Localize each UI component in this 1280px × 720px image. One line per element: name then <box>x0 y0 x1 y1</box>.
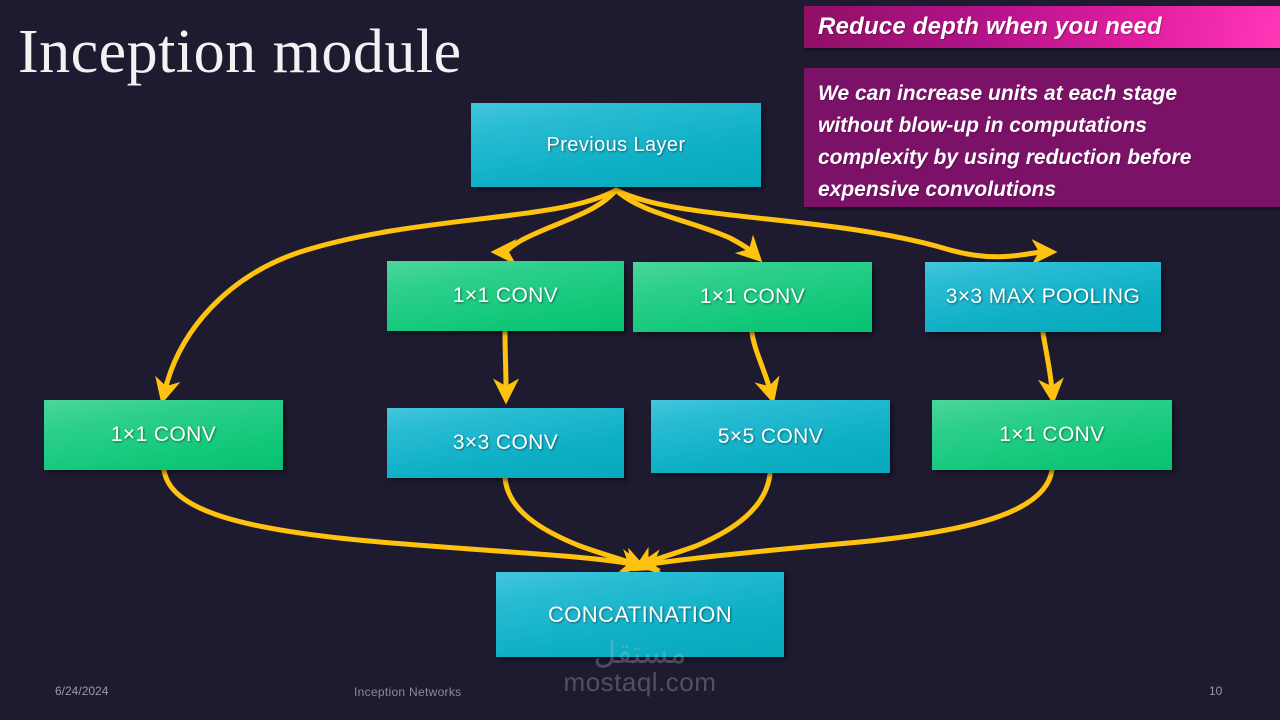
node-conv5x5-label: 5×5 CONV <box>717 424 824 448</box>
node-concatination-label: CONCATINATION <box>547 601 733 627</box>
node-reduction-conv1x1-a-label: 1×1 CONV <box>452 284 559 307</box>
arrow-conv5x5-to-concat <box>632 471 773 572</box>
page-title: Inception module <box>18 18 462 86</box>
node-maxpool-3x3[interactable]: 3×3 MAX POOLING <box>925 262 1161 332</box>
arrow-input-to-conv1x1-a <box>490 187 619 265</box>
node-conv5x5[interactable]: 5×5 CONV <box>651 400 890 473</box>
node-reduction-conv1x1-b-label: 1×1 CONV <box>699 285 806 308</box>
arrow-conv3x3-to-concat <box>502 475 648 572</box>
node-reduction-conv1x1-a[interactable]: 1×1 CONV <box>387 261 624 331</box>
node-concatination[interactable]: CONCATINATION <box>496 572 784 657</box>
node-conv1x1-left-label: 1×1 CONV <box>110 423 217 446</box>
node-conv1x1-right[interactable]: 1×1 CONV <box>932 400 1172 470</box>
arrow-conv1x1a-to-conv3x3 <box>492 329 519 405</box>
node-conv1x1-left[interactable]: 1×1 CONV <box>44 400 283 470</box>
node-conv3x3-label: 3×3 CONV <box>452 431 559 454</box>
callout-body-line-1: We can increase units at each stage <box>818 82 1178 105</box>
node-maxpool-3x3-label: 3×3 MAX POOLING <box>945 285 1141 308</box>
arrow-conv1x1-left-to-concat <box>161 467 647 575</box>
watermark-latin: mostaql.com <box>563 667 717 697</box>
callout-header-text: Reduce depth when you need <box>818 13 1162 40</box>
arrow-conv1x1-right-to-concat <box>635 467 1055 576</box>
node-previous-layer[interactable]: Previous Layer <box>471 103 761 187</box>
footer-page-number: 10 <box>1209 684 1223 698</box>
arrow-maxpool-to-conv1x1 <box>1038 330 1064 405</box>
node-conv1x1-right-label: 1×1 CONV <box>999 423 1105 446</box>
callout-header-box: Reduce depth when you need <box>804 6 1280 48</box>
callout-body-line-3: complexity by using reduction before <box>818 146 1192 169</box>
arrow-input-to-conv1x1-b <box>613 187 763 263</box>
callout-body-line-2: without blow-up in computations <box>818 114 1147 137</box>
node-previous-layer-label: Previous Layer <box>546 133 686 156</box>
footer-date: 6/24/2024 <box>55 684 109 698</box>
node-reduction-conv1x1-b[interactable]: 1×1 CONV <box>633 262 872 332</box>
callout-body-box: We can increase units at each stage with… <box>804 68 1280 207</box>
footer-subject: Inception Networks <box>354 685 462 699</box>
callout-body-line-4: expensive convolutions <box>818 178 1057 201</box>
node-conv3x3[interactable]: 3×3 CONV <box>387 408 624 478</box>
arrow-conv1x1b-to-conv5x5 <box>749 330 780 404</box>
